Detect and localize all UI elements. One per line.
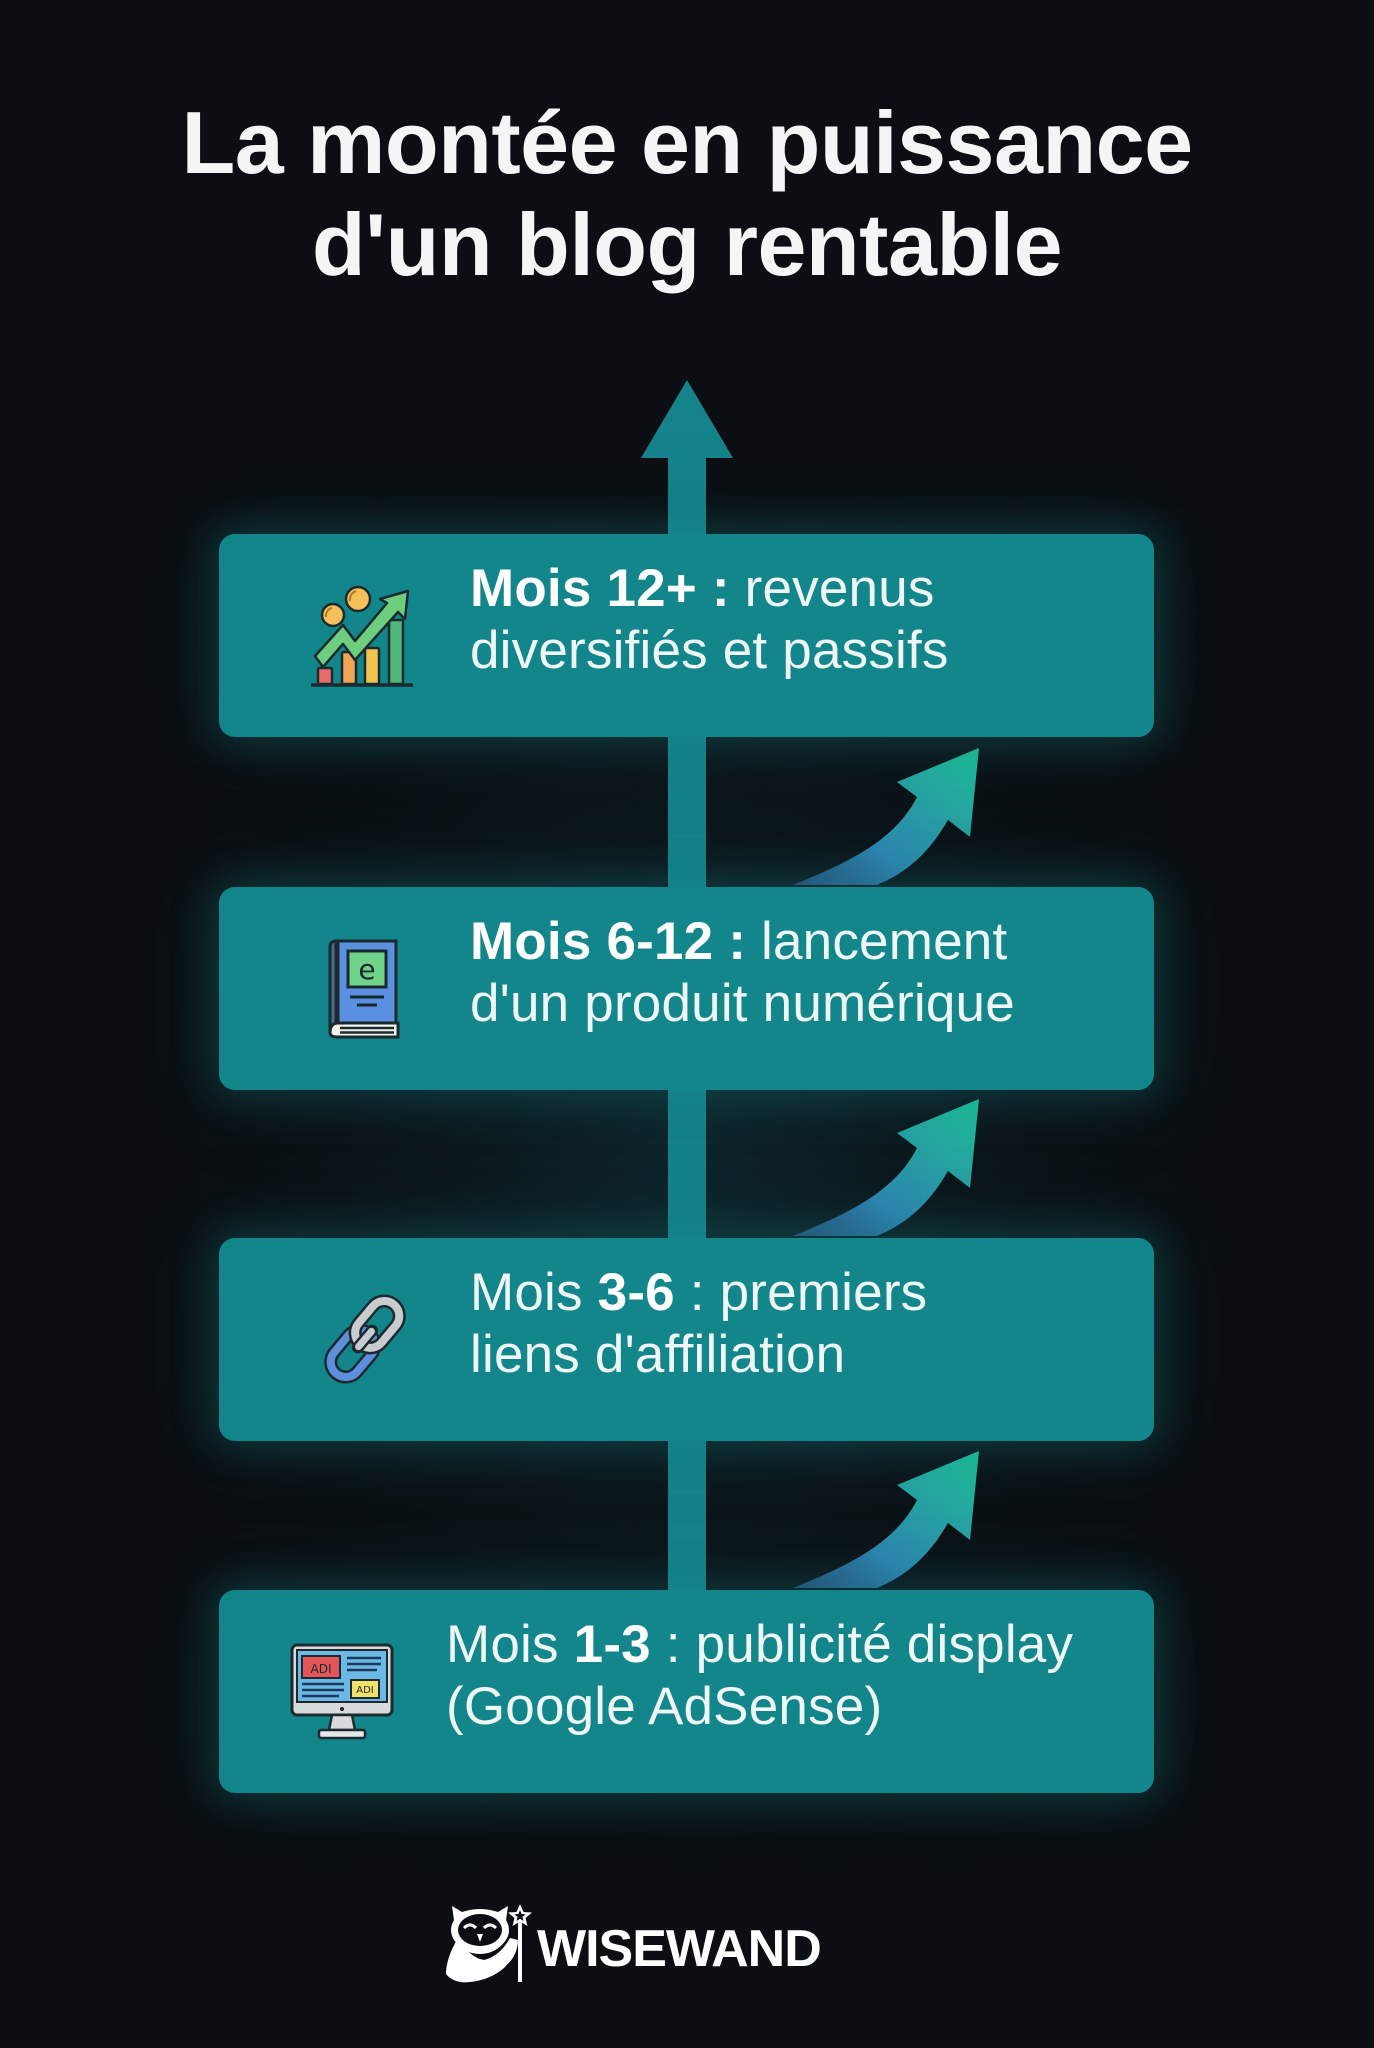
growth-chart-coins-icon <box>311 585 413 687</box>
page-title: La montée en puissance d'un blog rentabl… <box>0 92 1374 296</box>
stage-label: Mois 12+ : revenus diversifiés et passif… <box>470 559 949 680</box>
stage-period: Mois 12+ : <box>470 559 730 618</box>
title-line-1: La montée en puissance <box>181 93 1193 192</box>
stage-label: Mois 1-3 : publicité display (Google AdS… <box>446 1615 1074 1736</box>
stage-period: 1-3 <box>573 1615 651 1674</box>
stage-period: 3-6 <box>597 1263 675 1322</box>
stage-card-month-6-12: e Mois 6-12 : lancement d'un produit num… <box>219 887 1154 1090</box>
monitor-ads-icon: ADI ADI <box>290 1643 394 1740</box>
owl-wand-icon <box>446 1904 532 1983</box>
stage-card-month-1-3: ADI ADI Mois 1-3 : publicité display (Go… <box>219 1590 1154 1793</box>
stage-period: Mois 6-12 : <box>470 912 747 971</box>
curved-arrow-icon <box>793 1099 979 1236</box>
svg-text:e: e <box>358 953 375 986</box>
curved-arrow-icon <box>793 748 979 885</box>
stage-card-month-3-6: Mois 3-6 : premiers liens d'affiliation <box>219 1238 1154 1441</box>
brand-name: WISEWAND <box>537 1920 822 1978</box>
svg-text:ADI: ADI <box>311 1662 332 1676</box>
stage-label: Mois 6-12 : lancement d'un produit numér… <box>470 912 1015 1033</box>
stage-label: Mois 3-6 : premiers liens d'affiliation <box>470 1263 928 1384</box>
svg-text:ADI: ADI <box>356 1685 374 1696</box>
chain-link-icon <box>324 1294 406 1384</box>
curved-arrow-icon <box>793 1451 979 1588</box>
ebook-icon: e <box>328 939 400 1039</box>
stage-card-month-12-plus: Mois 12+ : revenus diversifiés et passif… <box>219 534 1154 737</box>
title-line-2: d'un blog rentable <box>311 195 1063 294</box>
